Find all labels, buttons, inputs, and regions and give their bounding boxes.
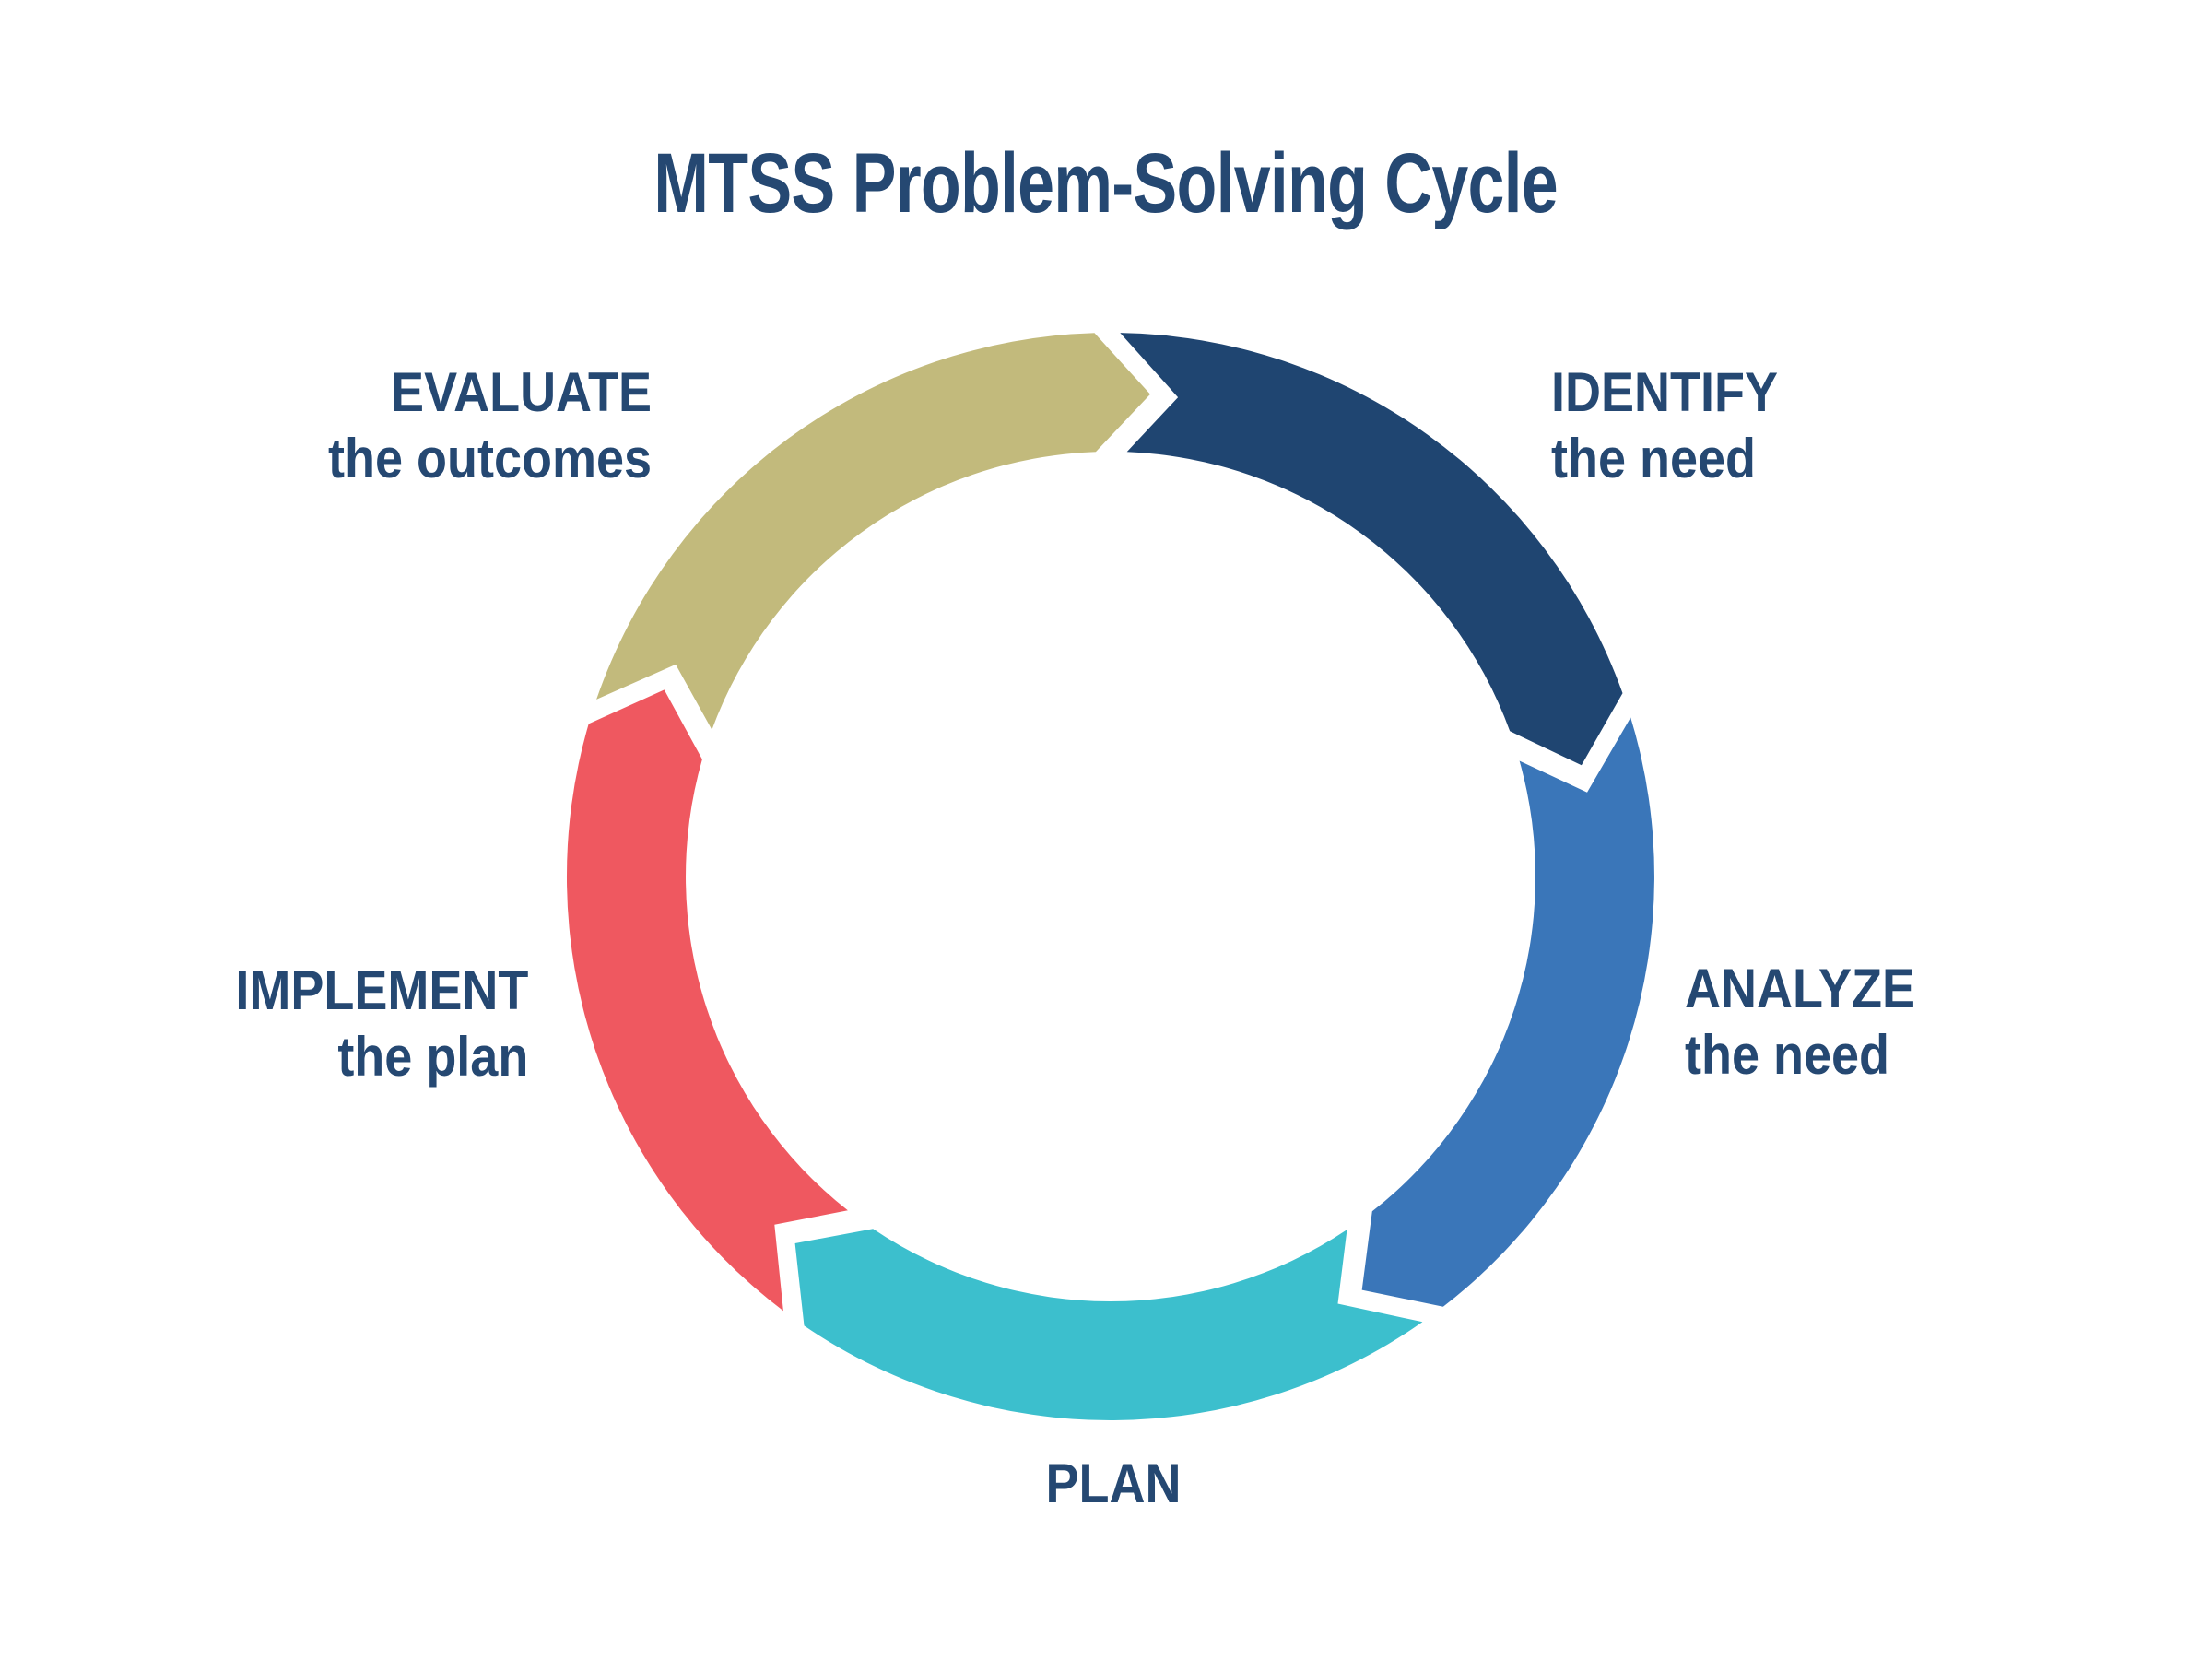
segment-analyze-arrow — [1361, 717, 1654, 1307]
label-implement: IMPLEMENT the plan — [235, 958, 528, 1090]
segment-plan-arrow — [794, 1229, 1423, 1421]
title-row: MTSS Problem-Solving Cycle — [0, 137, 2212, 229]
segment-identify-arrow — [1120, 333, 1623, 766]
label-identify: IDENTIFY the need — [1551, 359, 1778, 492]
label-identify-sub: the need — [1551, 428, 1757, 489]
page-title: MTSS Problem-Solving Cycle — [653, 136, 1559, 230]
segment-evaluate-arrow — [596, 333, 1150, 730]
label-evaluate-sub: the outcomes — [327, 428, 652, 489]
label-evaluate-word: EVALUATE — [390, 361, 652, 423]
label-plan-word: PLAN — [1045, 1453, 1182, 1514]
label-plan: PLAN — [1045, 1451, 1181, 1517]
label-analyze: ANALYZE the need — [1685, 956, 1915, 1088]
label-analyze-word: ANALYZE — [1685, 958, 1916, 1019]
segment-implement-arrow — [566, 689, 848, 1312]
label-implement-word: IMPLEMENT — [235, 959, 528, 1021]
label-identify-word: IDENTIFY — [1551, 361, 1779, 423]
label-implement-sub: the plan — [336, 1026, 528, 1088]
label-evaluate: EVALUATE the outcomes — [328, 359, 652, 492]
label-analyze-sub: the need — [1685, 1024, 1890, 1086]
